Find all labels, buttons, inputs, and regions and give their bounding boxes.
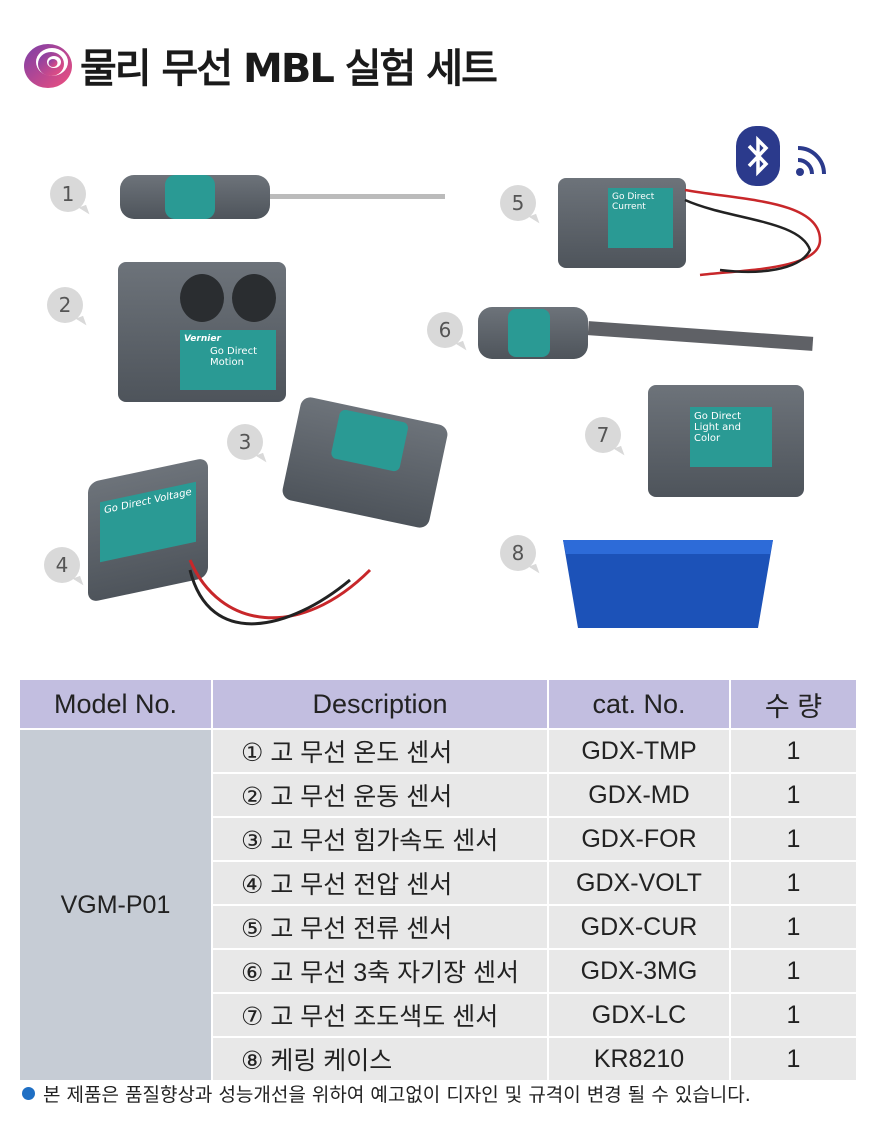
header-cat-no: cat. No. <box>547 678 731 730</box>
model-number: VGM-P01 <box>18 728 213 1082</box>
quantity: 1 <box>729 992 858 1038</box>
description: ③ 고 무선 힘가속도 센서 <box>211 816 549 862</box>
quantity: 1 <box>729 860 858 906</box>
item-badge: 5 <box>500 185 536 221</box>
cat-no: KR8210 <box>547 1036 731 1082</box>
item-badge: 4 <box>44 547 80 583</box>
quantity: 1 <box>729 728 858 774</box>
logo-icon <box>24 44 72 88</box>
disclaimer-note: 본 제품은 품질향상과 성능개선을 위하여 예고없이 디자인 및 규격이 변경 … <box>22 1080 751 1107</box>
motion-label: Vernier Go Direct Motion <box>180 330 276 390</box>
motion-sensor-image: Vernier Go Direct Motion <box>118 262 286 402</box>
wifi-icon <box>796 146 826 176</box>
quantity: 1 <box>729 772 858 818</box>
description: ⑤ 고 무선 전류 센서 <box>211 904 549 950</box>
magnetic-field-sensor-image <box>478 305 838 365</box>
light-label: Go Direct Light and Color <box>690 407 772 467</box>
bluetooth-icon <box>736 126 780 186</box>
current-leads-image <box>684 188 822 277</box>
item-badge: 2 <box>47 287 83 323</box>
header-quantity: 수 량 <box>729 678 858 730</box>
item-badge: 8 <box>500 535 536 571</box>
header-description: Description <box>211 678 549 730</box>
quantity: 1 <box>729 948 858 994</box>
description: ⑦ 고 무선 조도색도 센서 <box>211 992 549 1038</box>
item-badge: 7 <box>585 417 621 453</box>
disclaimer-text: 본 제품은 품질향상과 성능개선을 위하여 예고없이 디자인 및 규격이 변경 … <box>43 1084 751 1106</box>
quantity: 1 <box>729 904 858 950</box>
motion-label-text: Go Direct Motion <box>210 346 257 368</box>
cat-no: GDX-TMP <box>547 728 731 774</box>
page-title: 물리 무선 MBL 실험 세트 <box>80 46 498 92</box>
force-sensor-image <box>280 395 450 530</box>
brand-logo: Vernier <box>184 334 221 344</box>
cat-no: GDX-3MG <box>547 948 731 994</box>
description: ① 고 무선 온도 센서 <box>211 728 549 774</box>
temperature-sensor-image <box>120 170 450 225</box>
item-badge: 1 <box>50 176 86 212</box>
current-sensor-image: Go Direct Current <box>558 178 686 268</box>
voltage-leads-image <box>188 559 372 626</box>
description: ⑧ 케링 케이스 <box>211 1036 549 1082</box>
header-model: Model No. <box>18 678 213 730</box>
description: ④ 고 무선 전압 센서 <box>211 860 549 906</box>
item-badge: 6 <box>427 312 463 348</box>
table-header-row: Model No. Description cat. No. 수 량 <box>18 678 858 730</box>
quantity: 1 <box>729 1036 858 1082</box>
item-badge: 3 <box>227 424 263 460</box>
cat-no: GDX-VOLT <box>547 860 731 906</box>
bullet-icon <box>22 1087 35 1100</box>
current-label: Go Direct Current <box>608 188 673 248</box>
cat-no: GDX-FOR <box>547 816 731 862</box>
light-color-sensor-image: Go Direct Light and Color <box>648 385 804 497</box>
cat-no: GDX-CUR <box>547 904 731 950</box>
cat-no: GDX-LC <box>547 992 731 1038</box>
cat-no: GDX-MD <box>547 772 731 818</box>
table-row: VGM-P01 ① 고 무선 온도 센서 GDX-TMP 1 <box>18 728 858 1082</box>
description: ⑥ 고 무선 3축 자기장 센서 <box>211 948 549 994</box>
quantity: 1 <box>729 816 858 862</box>
storage-tray-image <box>563 540 773 628</box>
description: ② 고 무선 운동 센서 <box>211 772 549 818</box>
product-table: Model No. Description cat. No. 수 량 VGM-P… <box>18 678 858 1082</box>
